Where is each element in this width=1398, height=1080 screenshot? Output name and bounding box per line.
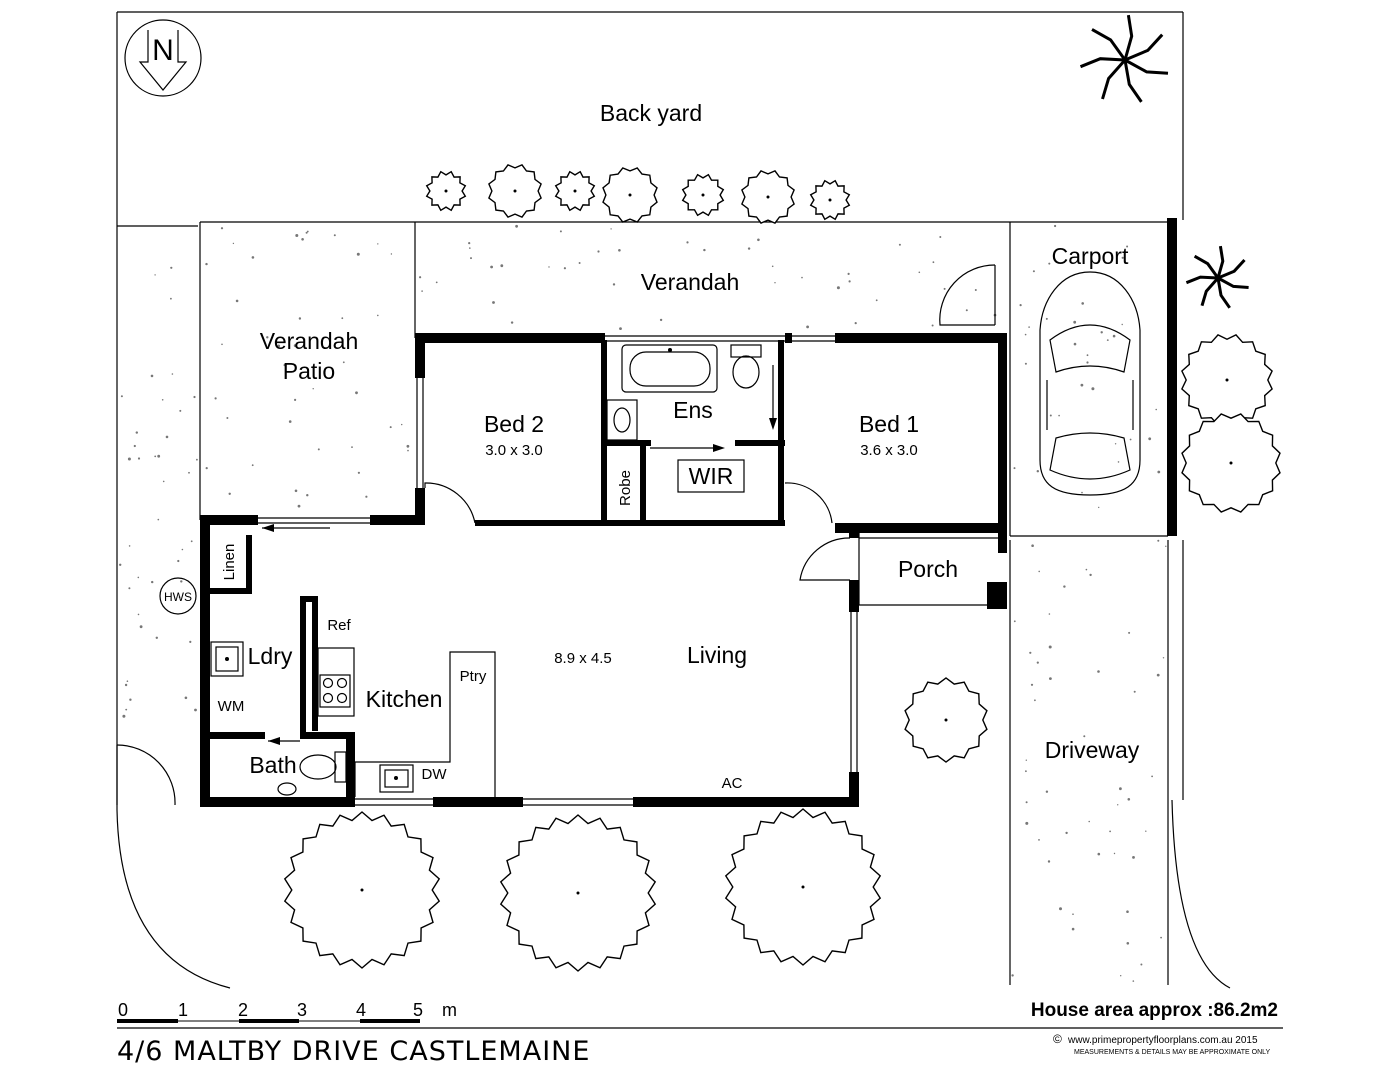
linen-label: Linen [221, 544, 238, 581]
scale-tick-0: 0 [118, 1000, 128, 1020]
scale-tick-5: 5 [413, 1000, 423, 1020]
scale-bar: 0 1 2 3 4 5 m [117, 1000, 457, 1023]
laundry-trough-icon [210, 641, 244, 677]
kitchen-label: Kitchen [366, 686, 443, 712]
bath-label: Bath [249, 752, 296, 778]
wir-box [677, 459, 745, 493]
bed2-size: 3.0 x 3.0 [485, 442, 543, 459]
north-arrow-icon: N [124, 19, 202, 97]
vanity-icon [606, 399, 638, 441]
site-boundary [116, 11, 1283, 1029]
credit-url: www.primepropertyfloorplans.com.au 2015 [1067, 1035, 1258, 1046]
windows [258, 335, 1003, 806]
walls [200, 333, 1007, 807]
hws-icon [159, 577, 197, 615]
pavement-hatch [119, 224, 1167, 982]
ac-label: AC [722, 775, 743, 792]
bed1-size: 3.6 x 3.0 [860, 442, 918, 459]
bed2-label: Bed 2 [484, 411, 544, 437]
house-area: House area approx :86.2m2 [1031, 1000, 1278, 1021]
ldry-label: Ldry [248, 643, 293, 669]
disclaimer: MEASUREMENTS & DETAILS MAY BE APPROXIMAT… [1074, 1049, 1271, 1056]
dw-label: DW [422, 766, 448, 783]
scale-tick-2: 2 [238, 1000, 248, 1020]
bathtub-icon [621, 344, 718, 393]
doors [116, 264, 996, 806]
address-title: 4/6 MALTBY DRIVE CASTLEMAINE [117, 1036, 590, 1067]
kitchen-sink-icon [379, 764, 414, 793]
basin-icon [277, 782, 297, 796]
wm-label: WM [218, 698, 245, 715]
scale-tick-3: 3 [297, 1000, 307, 1020]
copyright-symbol: © [1053, 1032, 1062, 1046]
ptry-label: Ptry [460, 668, 487, 685]
bed1-label: Bed 1 [859, 411, 919, 437]
robe-label: Robe [617, 470, 634, 506]
scale-tick-4: 4 [356, 1000, 366, 1020]
back-yard-label: Back yard [600, 100, 702, 126]
verandah-patio-label-2: Patio [283, 358, 335, 384]
bare-tree-icon [1079, 14, 1169, 103]
driveway-label: Driveway [1045, 737, 1140, 763]
landscaping [283, 14, 1281, 972]
scale-unit: m [442, 1000, 457, 1020]
wir-label: WIR [689, 463, 734, 489]
living-size: 8.9 x 4.5 [554, 650, 612, 667]
ens-label: Ens [673, 397, 713, 423]
bath-toilet-icon [299, 751, 347, 783]
verandah-label: Verandah [641, 269, 739, 295]
carport-label: Carport [1052, 243, 1129, 269]
bare-tree-icon [1185, 245, 1249, 309]
cooktop-icon [319, 674, 351, 708]
north-letter: N [152, 34, 174, 67]
scale-tick-1: 1 [178, 1000, 188, 1020]
hws-label: HWS [164, 590, 192, 604]
car-icon [1039, 271, 1141, 496]
carport [1000, 218, 1177, 537]
ref-label: Ref [327, 617, 351, 634]
toilet-icon [730, 344, 762, 389]
labels: Back yard Verandah Verandah Patio Carpor… [164, 100, 1140, 792]
verandah-patio-label-1: Verandah [260, 328, 358, 354]
living-label: Living [687, 642, 747, 668]
porch-label: Porch [898, 556, 958, 582]
fixtures [159, 344, 762, 797]
